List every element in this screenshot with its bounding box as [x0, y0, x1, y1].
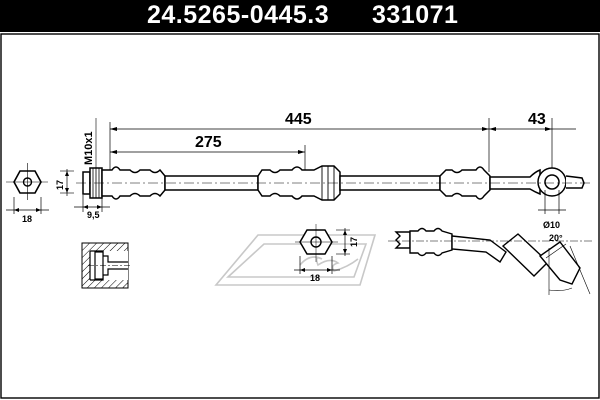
collar-arrow-right	[97, 205, 102, 209]
end-length-label: 43	[528, 111, 546, 128]
hex-nut-end-view	[6, 163, 74, 214]
hex-height-label: 17	[55, 180, 65, 190]
length-dimensions	[109, 118, 576, 172]
collar-arrow-left	[83, 205, 88, 209]
detail-hex-width-label: 18	[310, 273, 320, 283]
mid-length-label: 275	[195, 134, 222, 151]
port-section-detail	[81, 242, 132, 289]
thread-label: M10x1	[83, 131, 95, 165]
bent-banjo-detail	[394, 227, 581, 285]
eye-diameter-label: Ø10	[543, 220, 560, 230]
drawing-frame	[0, 33, 600, 399]
reference-number: 331071	[372, 1, 459, 29]
hex-width-label: 18	[22, 214, 32, 224]
collar-label: 9,5	[87, 210, 100, 220]
detail-hex-height-label: 17	[349, 237, 359, 247]
eye-diameter-dimension	[538, 190, 566, 214]
dimension-arrows	[110, 127, 552, 154]
part-number: 24.5265-0445.3	[147, 1, 330, 29]
bend-angle-guides	[388, 240, 592, 295]
hex-fitting-detail	[294, 224, 350, 274]
brake-hose-assembly	[82, 165, 585, 201]
collar-dimension	[74, 195, 110, 212]
total-length-label: 445	[285, 111, 312, 128]
bend-angle-label: 20°	[549, 233, 563, 243]
title-bar: 24.5265-0445.3 331071	[0, 0, 600, 32]
